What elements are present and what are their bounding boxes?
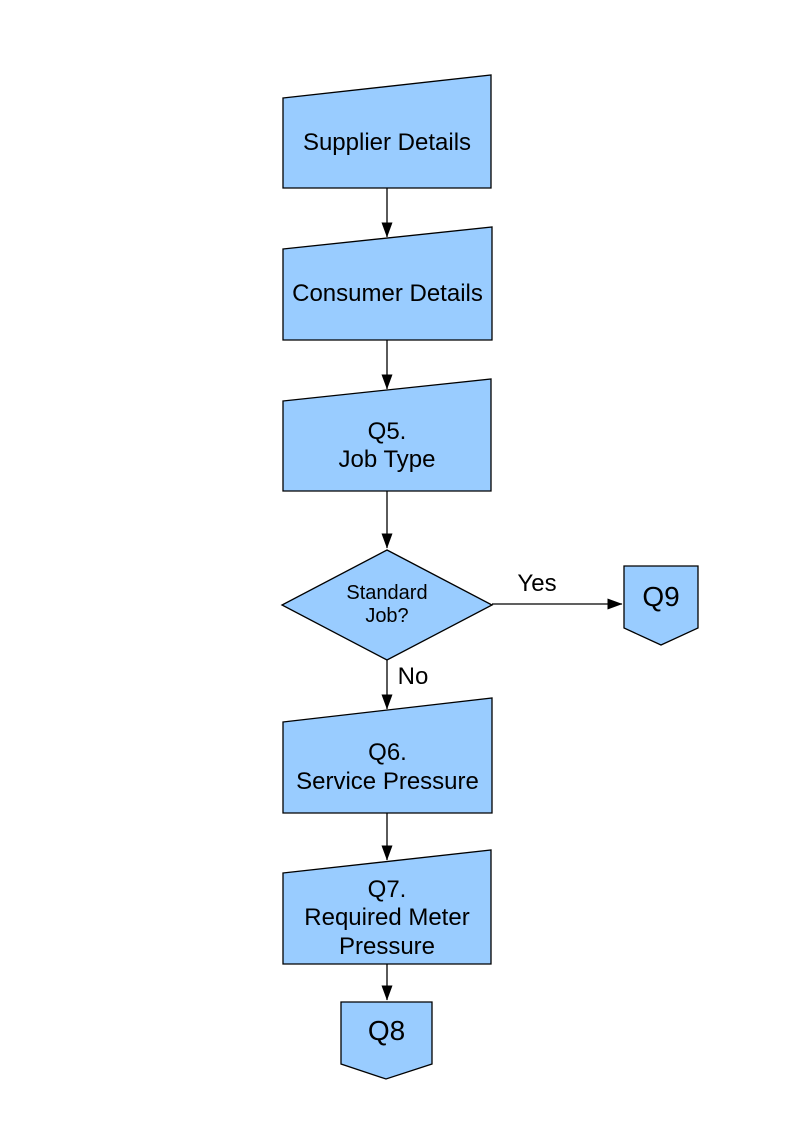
yes-edge-label: Yes — [517, 570, 557, 597]
consumer-details-shape — [282, 226, 493, 341]
q9-connector-shape — [623, 565, 699, 646]
q5-job-type-shape — [282, 378, 492, 492]
q6-service-pressure-shape — [282, 697, 493, 814]
standard-job-decision-shape — [280, 549, 494, 661]
no-edge-label: No — [397, 663, 429, 690]
q8-connector-shape — [340, 1001, 433, 1080]
q7-required-meter-pressure-shape — [282, 849, 492, 965]
supplier-details-shape — [282, 74, 492, 189]
